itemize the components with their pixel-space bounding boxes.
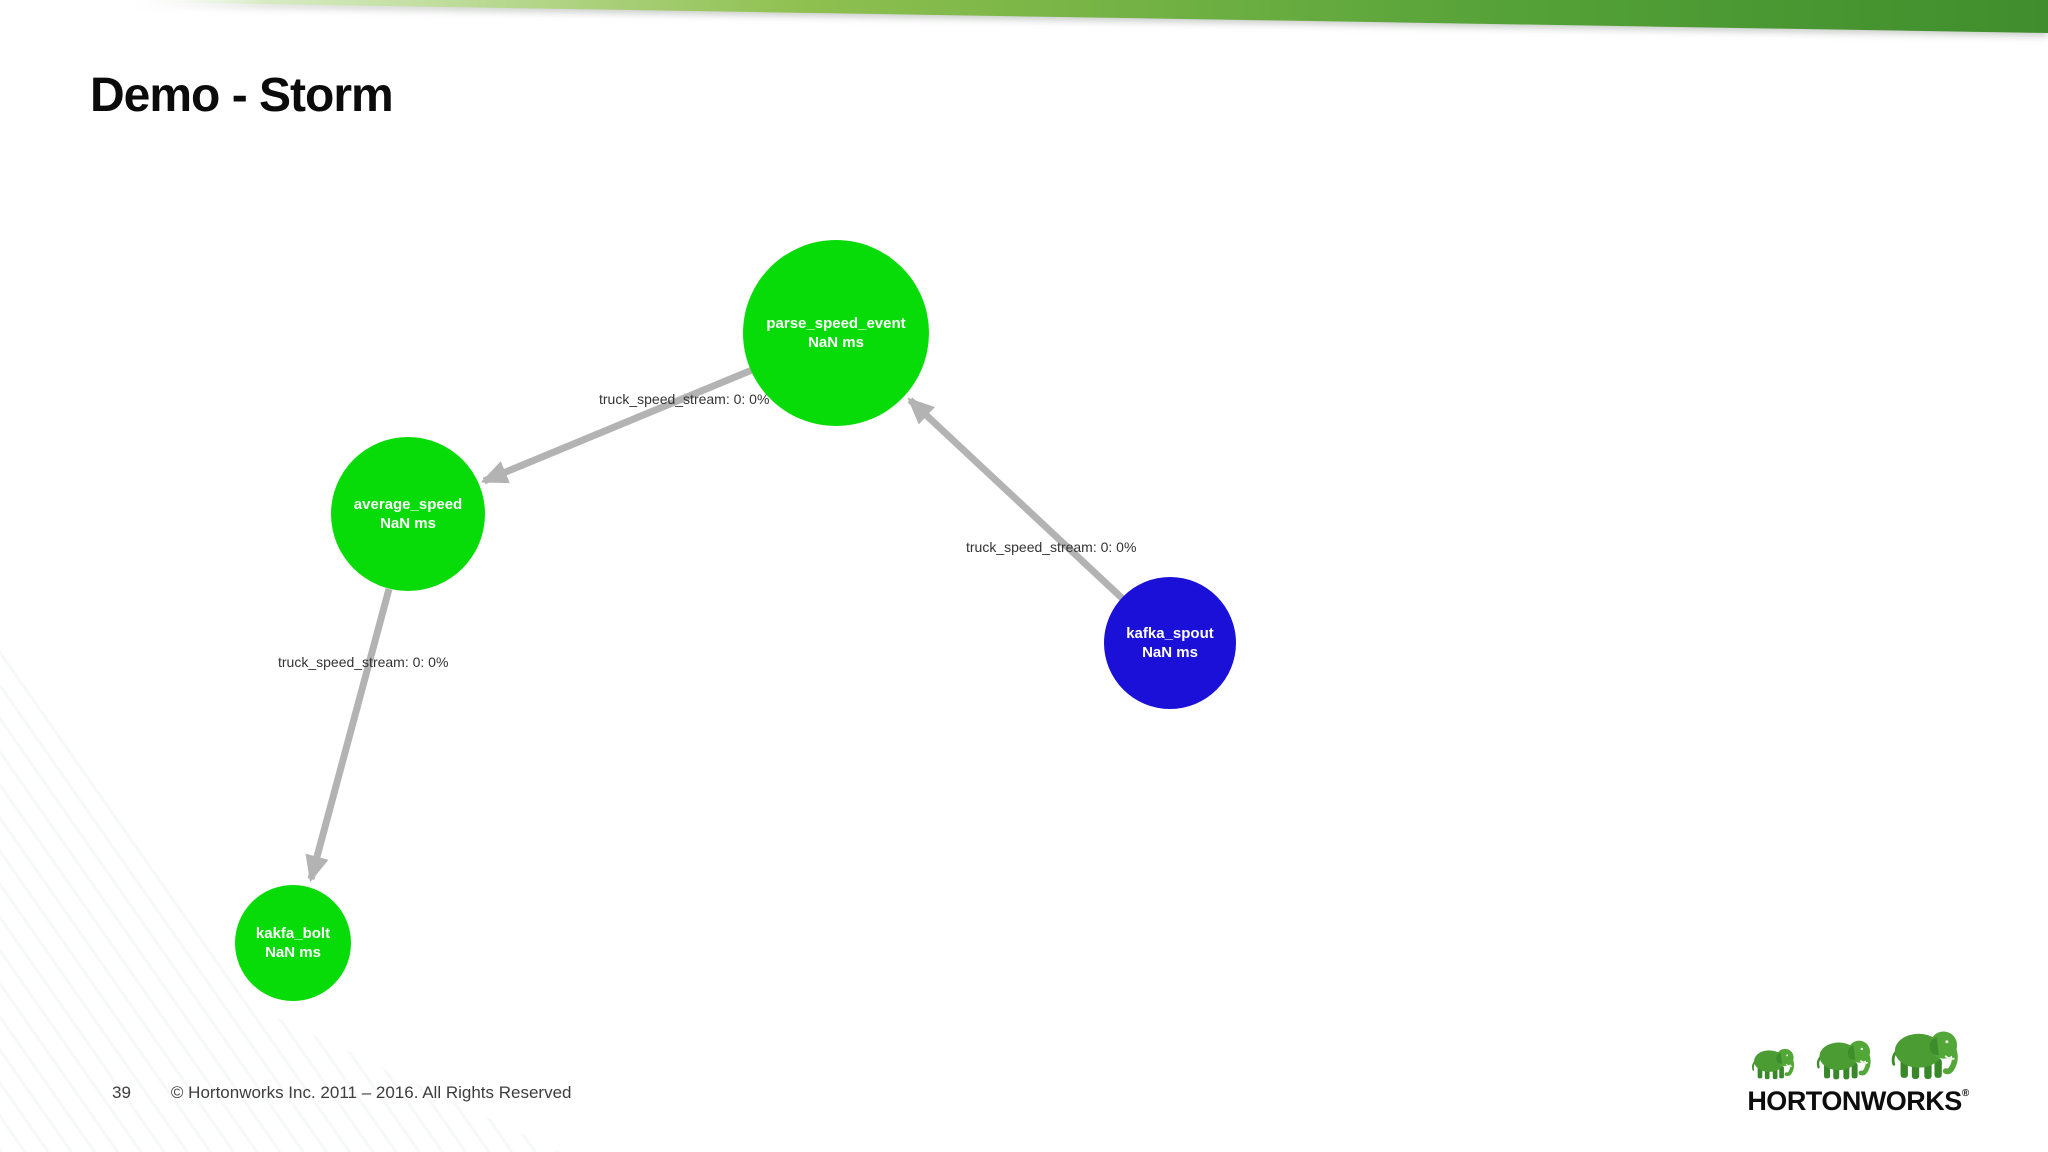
top-green-band	[130, 0, 2048, 33]
slide-title: Demo - Storm	[90, 69, 394, 122]
edge-label: truck_speed_stream: 0: 0%	[278, 654, 449, 670]
edge-arrow-kafka_spout-to-parse_speed_event	[907, 397, 1127, 603]
edge-arrow-average_speed-to-kakfa_bolt	[305, 588, 393, 883]
three-elephants-icon	[1750, 1024, 1976, 1080]
node-name: kafka_spout	[1126, 625, 1214, 642]
edge-label: truck_speed_stream: 0: 0%	[966, 539, 1137, 555]
slide-footer: 39 © Hortonworks Inc. 2011 – 2016. All R…	[112, 1083, 572, 1103]
logo-brand-text: HORTONWORKS	[1747, 1086, 1962, 1116]
page-number: 39	[112, 1083, 131, 1102]
node-name: average_speed	[353, 496, 463, 513]
hortonworks-logo: HORTONWORKS®	[1738, 1024, 1978, 1117]
logo-wordmark: HORTONWORKS®	[1738, 1086, 1978, 1117]
node-latency: NaN ms	[380, 515, 436, 532]
node-latency: NaN ms	[1142, 644, 1198, 661]
node-latency: NaN ms	[265, 944, 321, 961]
registered-trademark-mark: ®	[1961, 1088, 1969, 1099]
node-latency: NaN ms	[808, 334, 864, 351]
edge-arrow-parse_speed_event-to-average_speed	[480, 366, 754, 485]
edge-label: truck_speed_stream: 0: 0%	[599, 391, 770, 407]
node-name: kakfa_bolt	[255, 925, 331, 942]
copyright-text: © Hortonworks Inc. 2011 – 2016. All Righ…	[170, 1083, 572, 1102]
node-name: parse_speed_event	[766, 315, 906, 332]
